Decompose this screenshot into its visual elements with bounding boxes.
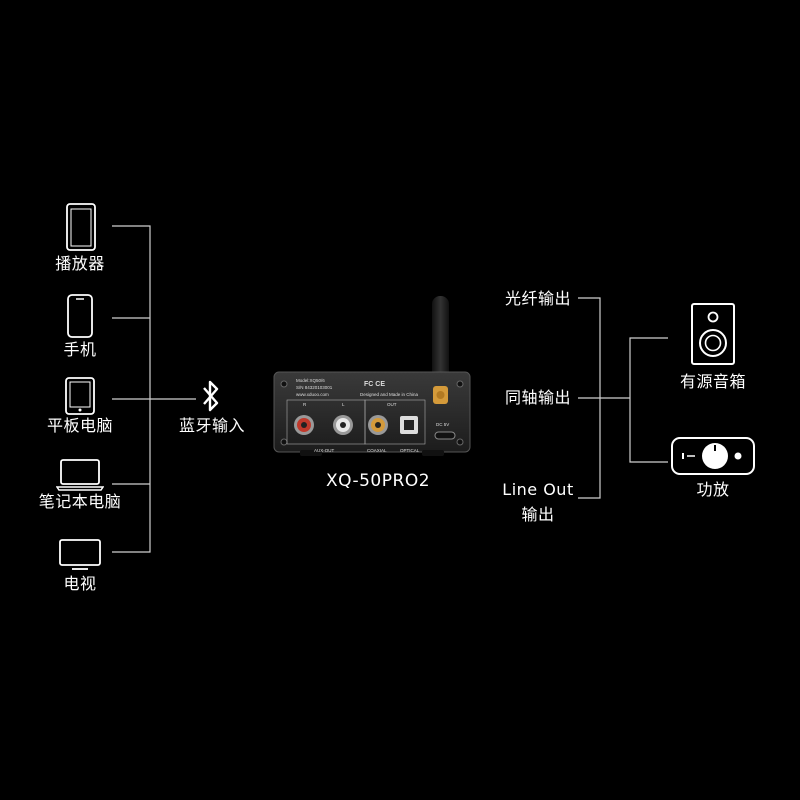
amplifier-label: 功放 (670, 480, 756, 500)
source-tablet-label: 平板电脑 (30, 416, 130, 436)
dac-device-image: Model:XQ50/6 S/N 84320103001 www.xduoo.c… (272, 292, 472, 462)
panel-optical-text: OPTICAL (400, 448, 420, 453)
source-laptop-label: 笔记本电脑 (20, 492, 140, 512)
lineout-output-label-1: Line Out (494, 480, 582, 500)
panel-cert-text: FC CE (364, 381, 385, 388)
music-player-icon (66, 203, 96, 251)
optical-output-label: 光纤输出 (496, 289, 580, 309)
tv-icon (58, 538, 102, 572)
laptop-icon (56, 458, 104, 492)
source-tv-label: 电视 (40, 574, 120, 594)
amplifier-icon (670, 436, 756, 476)
device-model-label: XQ-50PRO2 (318, 471, 438, 491)
panel-aux-text: AUX-OUT (314, 448, 335, 453)
source-player-label: 播放器 (40, 254, 120, 274)
phone-icon (67, 294, 93, 338)
panel-model-text: Model:XQ50/6 (296, 378, 325, 383)
panel-designed-text: Designed and Made in China (360, 392, 419, 397)
source-phone-label: 手机 (40, 340, 120, 360)
panel-site-text: www.xduoo.com (296, 392, 329, 397)
speaker-label: 有源音箱 (670, 372, 756, 392)
panel-sn-text: S/N 84320103001 (296, 385, 333, 390)
panel-coaxial-text: COAXIAL (367, 448, 387, 453)
speaker-icon (690, 302, 736, 366)
panel-dc-text: DC 5V (436, 422, 449, 427)
coaxial-output-label: 同轴输出 (496, 388, 580, 408)
lineout-output-label-2: 输出 (494, 505, 582, 525)
panel-out-text: OUT (387, 402, 397, 407)
bluetooth-icon (199, 379, 223, 413)
tablet-icon (65, 377, 95, 415)
bluetooth-input-label: 蓝牙输入 (170, 416, 254, 436)
